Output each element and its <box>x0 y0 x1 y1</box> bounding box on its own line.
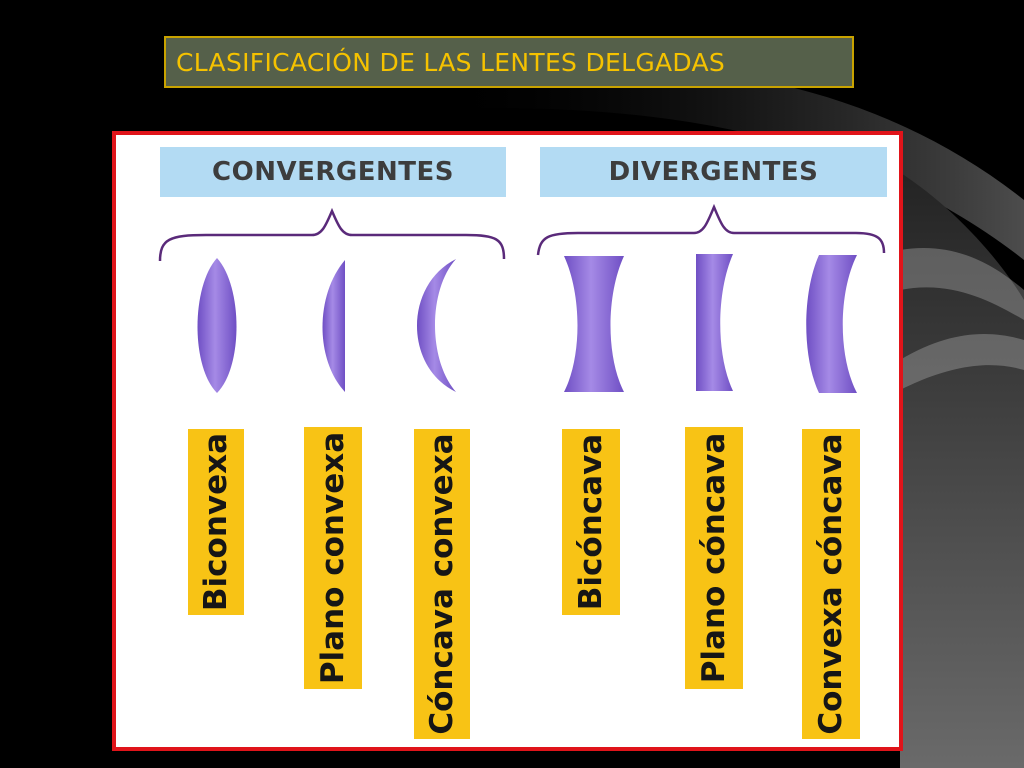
label-text: Bicóncava <box>573 433 609 611</box>
concave-convex-lens-icon <box>417 259 456 392</box>
plano-concave-lens-icon <box>696 254 733 391</box>
slide-title: CLASIFICACIÓN DE LAS LENTES DELGADAS <box>164 36 854 88</box>
brace-divergentes <box>536 203 886 256</box>
group-header-divergentes: DIVERGENTES <box>540 147 887 197</box>
plano-convex-lens-icon <box>322 260 345 392</box>
convex-concave-lens-icon <box>806 255 857 393</box>
label-biconcava: Bicóncava <box>562 429 620 615</box>
lens-classification-figure: CONVERGENTES DIVERGENTES Biconvexa Plano… <box>112 131 903 751</box>
label-plano-convexa: Plano convexa <box>304 427 362 689</box>
biconvex-lens-icon <box>197 258 237 393</box>
label-text: Convexa cóncava <box>813 433 849 735</box>
label-text: Biconvexa <box>198 432 234 612</box>
label-plano-concava: Plano cóncava <box>685 427 743 689</box>
label-concava-convexa: Cóncava convexa <box>414 429 470 739</box>
label-text: Plano convexa <box>315 431 351 685</box>
label-text: Cóncava convexa <box>424 433 460 735</box>
label-text: Plano cóncava <box>696 432 732 684</box>
lens-diagram <box>158 203 886 393</box>
biconcave-lens-icon <box>564 256 624 392</box>
label-biconvexa: Biconvexa <box>188 429 244 615</box>
label-convexa-concava: Convexa cóncava <box>802 429 860 739</box>
group-header-convergentes: CONVERGENTES <box>160 147 506 197</box>
brace-convergentes <box>158 207 506 262</box>
